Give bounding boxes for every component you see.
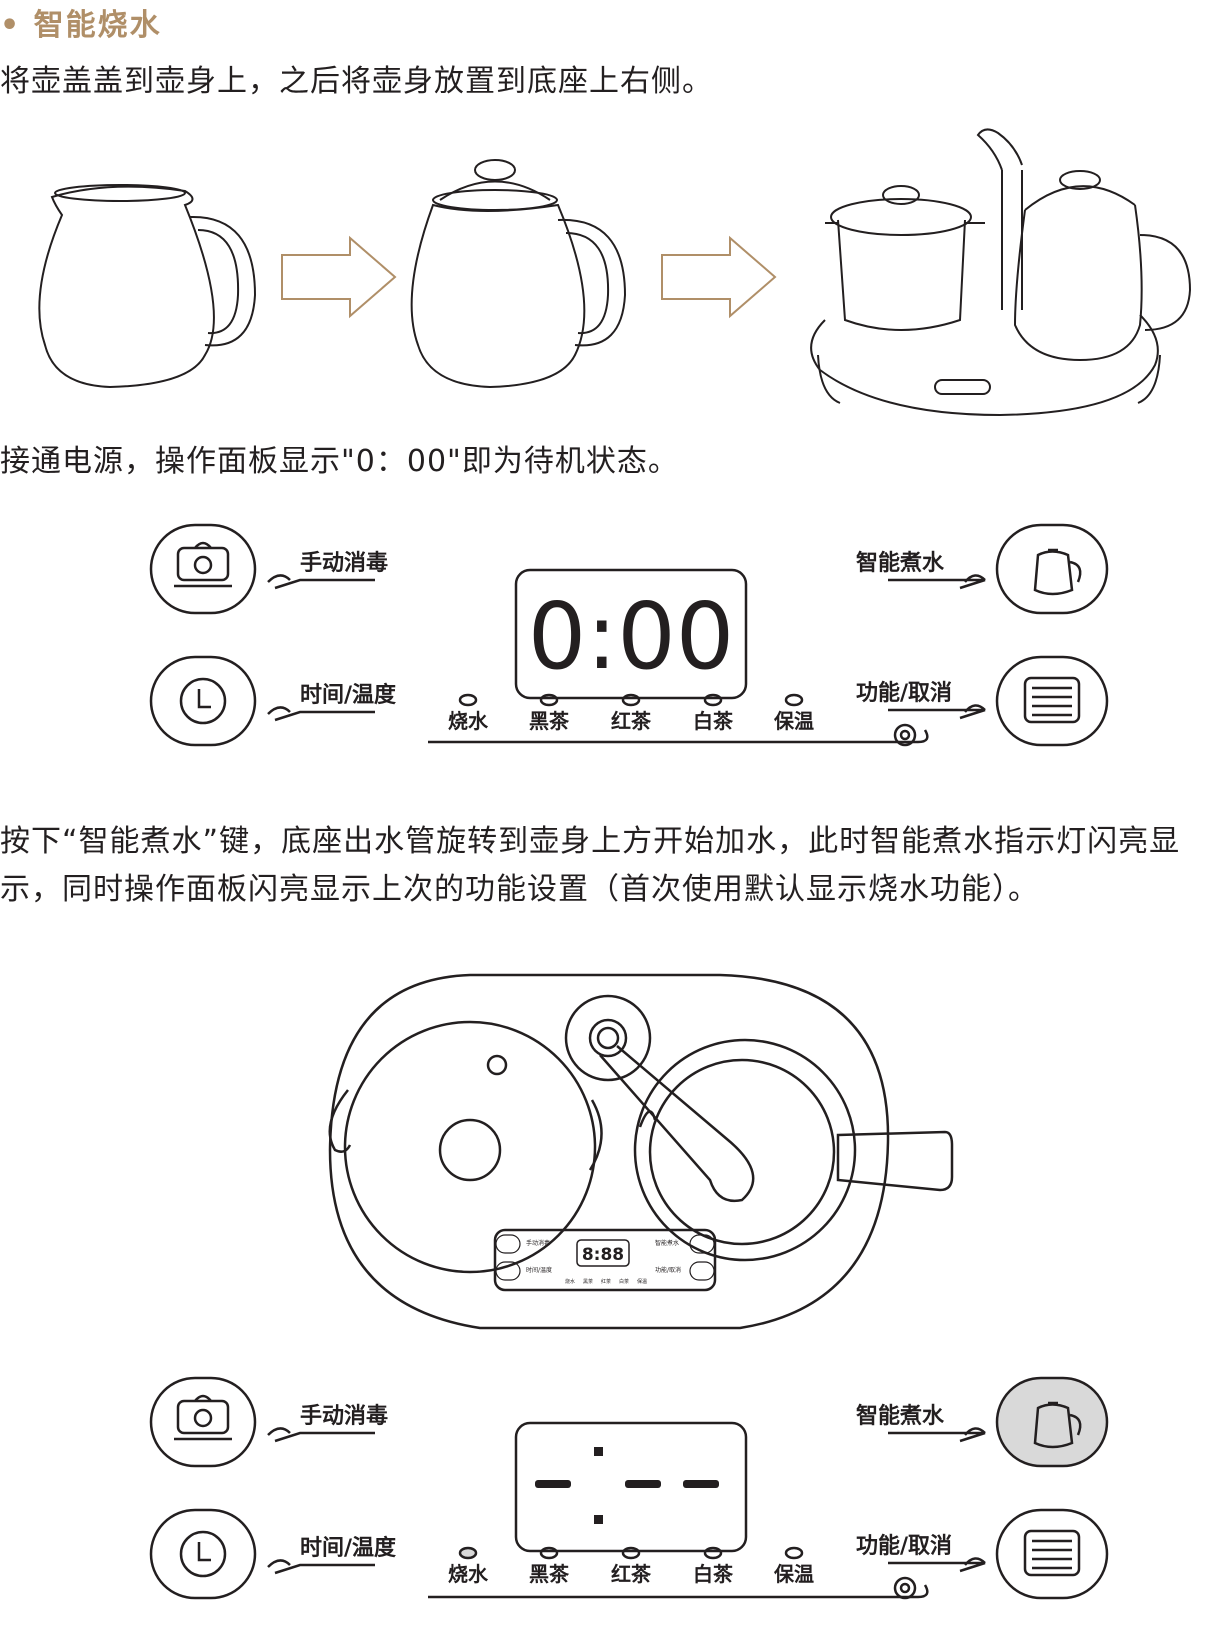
mini-indicator: 红茶 <box>601 1278 611 1285</box>
mini-boil-button <box>689 1234 715 1254</box>
pot-icon <box>174 1394 232 1441</box>
mini-label: 智能煮水 <box>655 1239 679 1247</box>
clock-icon <box>179 677 227 725</box>
boiling-display-frame <box>514 1421 748 1553</box>
indicator-label: 白茶 <box>693 709 734 733</box>
mini-label: 手动消毒 <box>526 1239 550 1247</box>
base-with-pot-and-kettle <box>810 128 1192 417</box>
menu-lines-icon <box>1023 1529 1081 1577</box>
mini-indicator: 白茶 <box>619 1278 629 1285</box>
label-time-temp: 时间/温度 <box>300 1535 397 1561</box>
func-cancel-button[interactable] <box>995 655 1109 747</box>
mini-control-panel: 8:88 手动消毒 时间/温度 智能煮水 功能/取消 烧水 黑茶 红茶 白茶 保… <box>495 1234 715 1285</box>
standby-digits: 0:00 <box>528 583 735 690</box>
label-smart-boil: 智能煮水 <box>856 1403 945 1429</box>
label-disinfect: 手动消毒 <box>300 1403 388 1429</box>
step3-text: 按下“智能煮水”键，底座出水管旋转到壶身上方开始加水，此时智能煮水指示灯闪亮显示… <box>0 824 1181 907</box>
kettle-with-lid <box>410 159 627 389</box>
mini-disinfect-button <box>495 1234 521 1254</box>
indicator-label: 红茶 <box>611 709 652 733</box>
assembly-illustration <box>38 128 1192 417</box>
section-heading: • 智能烧水 <box>0 0 162 44</box>
panel-standby: 0:00 手动消毒 时间/温度 智能煮水 功能/取消 烧水 黑茶 红茶 白茶 保… <box>149 523 1109 747</box>
time-temp-button[interactable] <box>149 655 257 747</box>
label-func-cancel: 功能/取消 <box>856 1533 952 1559</box>
kettle-without-lid <box>38 184 257 389</box>
heading-bullet: • <box>0 8 22 43</box>
indicator-label: 烧水 <box>448 1562 489 1586</box>
indicator-label: 黑茶 <box>529 1562 570 1586</box>
time-temp-button[interactable] <box>149 1508 257 1600</box>
kettle-icon <box>1033 1401 1082 1449</box>
label-disinfect: 手动消毒 <box>300 550 388 576</box>
panel-boiling: 手动消毒 时间/温度 智能煮水 功能/取消 烧水 黑茶 红茶 白茶 保温 <box>149 1376 1109 1600</box>
step1-text: 将壶盖盖到壶身上，之后将壶身放置到底座上右侧。 <box>0 64 713 99</box>
heading-title: 智能烧水 <box>33 8 162 43</box>
mini-indicator: 保温 <box>637 1278 647 1285</box>
menu-lines-icon <box>1023 676 1081 724</box>
indicator-label: 烧水 <box>448 709 489 733</box>
mini-label: 功能/取消 <box>655 1266 681 1274</box>
kettle-icon <box>1033 548 1082 596</box>
clock-icon <box>179 1530 227 1578</box>
func-cancel-button[interactable] <box>995 1508 1109 1600</box>
smart-boil-button[interactable] <box>995 523 1109 615</box>
indicator-label: 保温 <box>773 1562 814 1586</box>
dash-segments <box>535 1447 719 1524</box>
mini-indicator: 烧水 <box>565 1278 575 1285</box>
pot-icon <box>174 541 232 588</box>
indicator-label: 保温 <box>773 709 814 733</box>
step2-text: 接通电源，操作面板显示"0：00"即为待机状态。 <box>0 444 679 479</box>
disinfect-button[interactable] <box>149 1376 257 1468</box>
label-time-temp: 时间/温度 <box>300 682 397 708</box>
indicator-label: 红茶 <box>611 1562 652 1586</box>
mini-display: 8:88 <box>582 1245 624 1265</box>
indicator-label: 黑茶 <box>529 709 570 733</box>
label-func-cancel: 功能/取消 <box>856 680 952 706</box>
top-view-illustration: 8:88 手动消毒 时间/温度 智能煮水 功能/取消 烧水 黑茶 红茶 白茶 保… <box>328 973 954 1330</box>
standby-display-frame <box>514 568 748 700</box>
mini-label: 时间/温度 <box>526 1266 552 1274</box>
mini-indicator: 黑茶 <box>583 1278 593 1285</box>
mini-func-button <box>689 1261 715 1281</box>
label-smart-boil: 智能煮水 <box>856 550 945 576</box>
disinfect-button[interactable] <box>149 523 257 615</box>
smart-boil-button-active[interactable] <box>995 1376 1109 1468</box>
mini-time-button <box>495 1261 521 1281</box>
indicator-label: 白茶 <box>693 1562 734 1586</box>
